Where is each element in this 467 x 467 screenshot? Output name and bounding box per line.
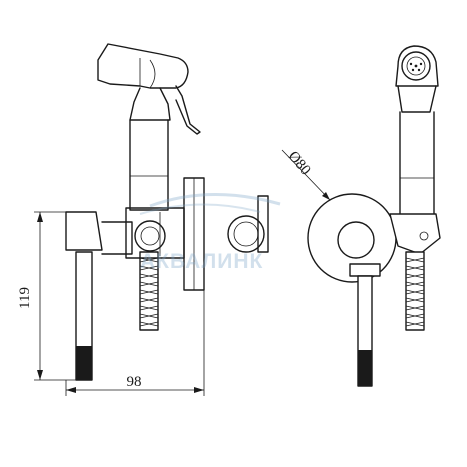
watermark-text: АКВАЛИНК <box>140 250 263 273</box>
dim-height-label: 119 <box>17 287 33 309</box>
side-mixer-body <box>65 207 185 381</box>
front-view: Ø80 <box>281 45 441 387</box>
dim-height: 119 <box>17 211 76 381</box>
side-hose <box>139 251 159 331</box>
side-shower-head <box>97 43 201 211</box>
dim-width-label: 98 <box>127 374 142 390</box>
dim-diameter: Ø80 <box>281 148 331 201</box>
side-holder-ring <box>227 195 269 253</box>
front-wall-plate <box>307 193 441 387</box>
dim-width: 98 <box>65 290 205 396</box>
side-view: 119 98 <box>17 43 269 396</box>
watermark: АКВАЛИНК <box>139 193 281 273</box>
front-shower-head <box>395 45 439 217</box>
front-hose <box>405 251 425 331</box>
dim-diameter-label: Ø80 <box>285 148 314 178</box>
